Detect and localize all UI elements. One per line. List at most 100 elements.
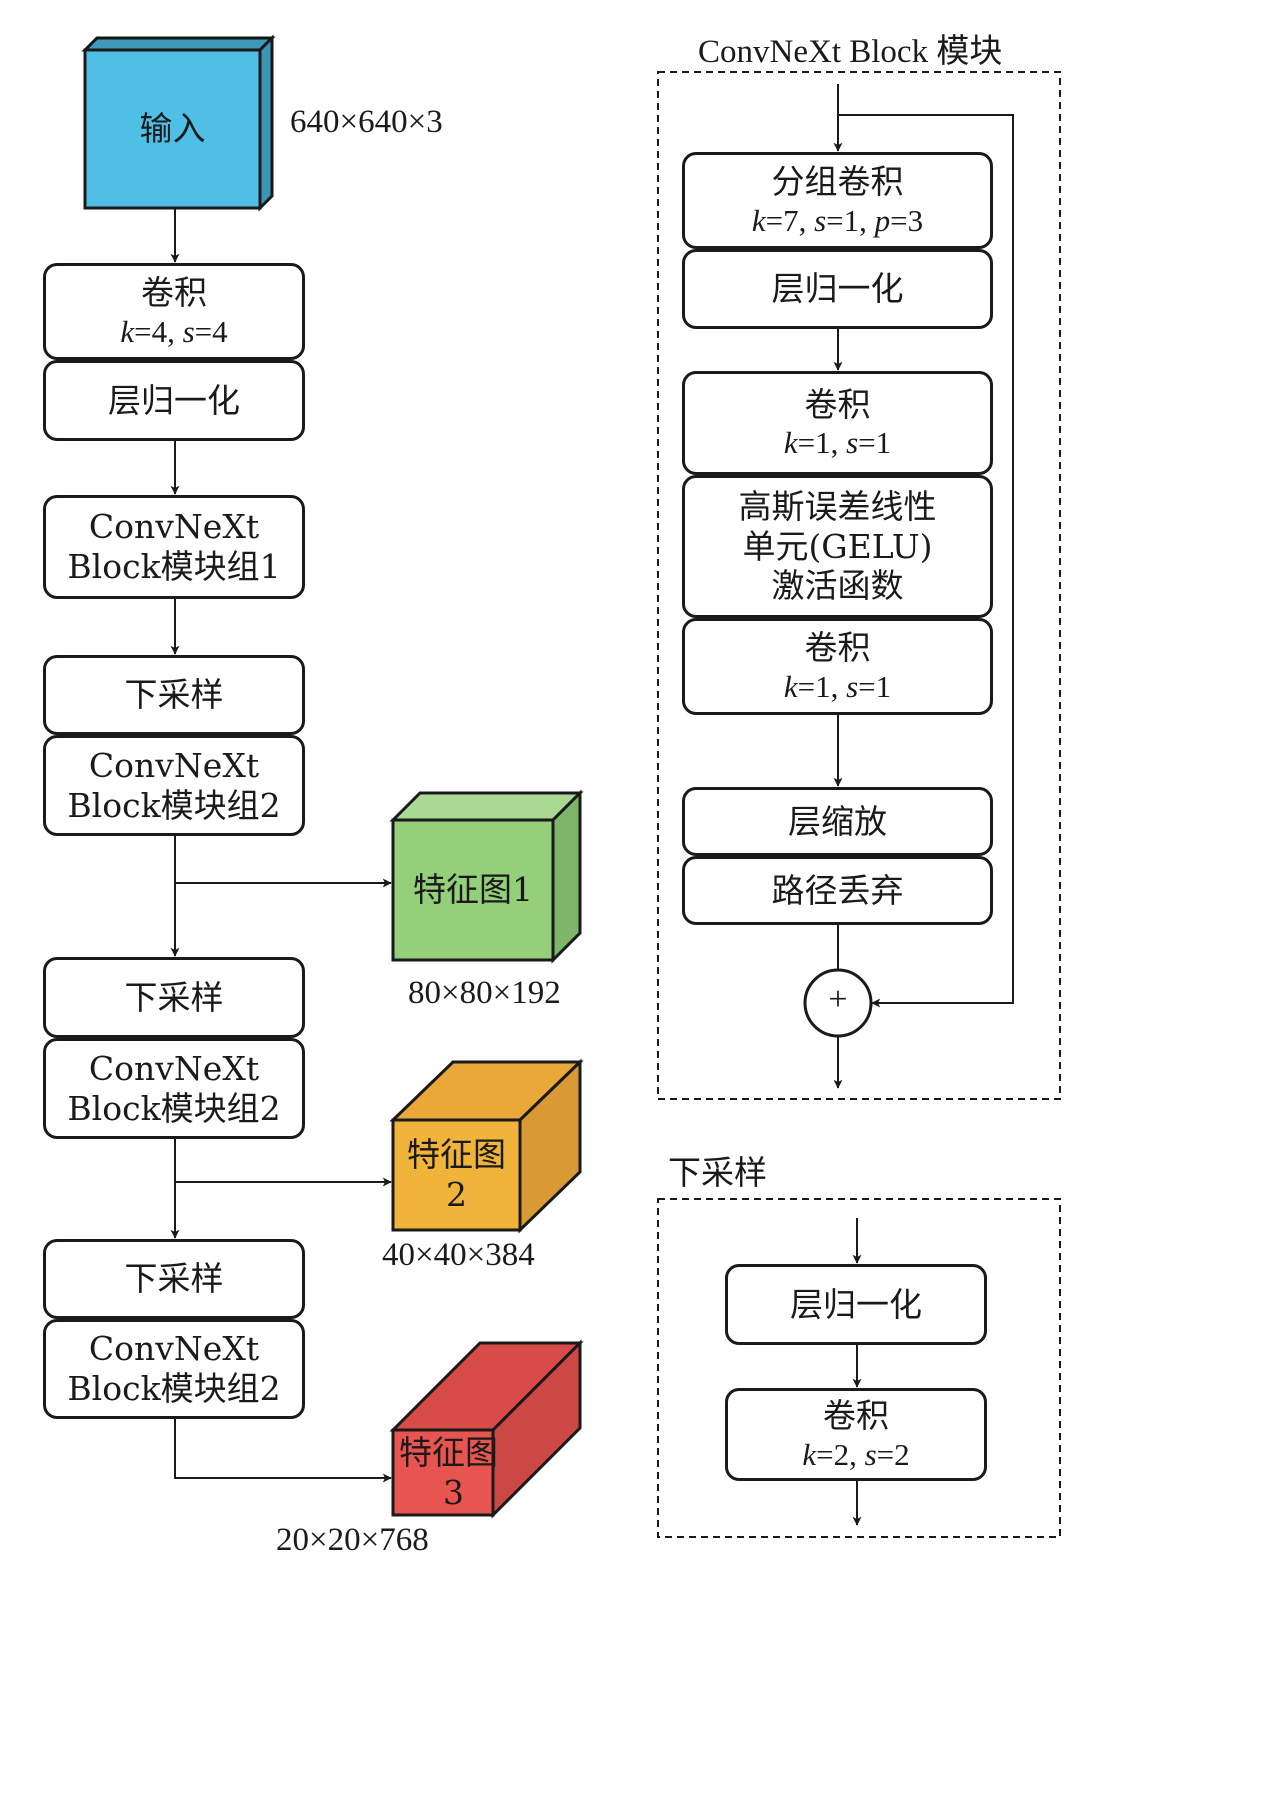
add-symbol: + — [828, 981, 848, 1018]
cb-conv2-box: 卷积 k=1, s=1 — [682, 618, 993, 715]
feature-map-1-label: 特征图1 — [393, 820, 553, 960]
stage1-block-box: ConvNeXt Block模块组1 — [43, 495, 305, 599]
param-var: k — [783, 425, 798, 461]
feature-map-1-size: 80×80×192 — [408, 975, 561, 1011]
param-value: =2, — [816, 1436, 865, 1472]
stage2-block-line2: Block模块组2 — [67, 785, 281, 825]
fm2-label-line1: 特征图 — [407, 1135, 506, 1175]
stage4-block-line2: Block模块组2 — [67, 1369, 281, 1408]
param-value: =4, — [134, 313, 183, 349]
group-conv-box: 分组卷积 k=7, s=1, p=3 — [682, 152, 993, 249]
param-var: s — [846, 425, 859, 461]
param-value: =7, — [765, 202, 815, 238]
param-value: =1 — [858, 425, 892, 461]
stem-conv-box: 卷积 k=4, s=4 — [43, 263, 305, 360]
param-var: s — [864, 1436, 877, 1472]
fm1-label-line1: 特征图1 — [413, 870, 533, 910]
stem-conv-label: 卷积 — [141, 273, 207, 313]
stage2-downsample-label: 下采样 — [124, 675, 224, 715]
param-value: =1, — [797, 668, 847, 704]
stage4-downsample-box: 下采样 — [43, 1239, 305, 1319]
param-var: s — [846, 668, 859, 704]
input-label: 输入 — [85, 50, 260, 208]
stage2-block-box: ConvNeXt Block模块组2 — [43, 735, 305, 836]
diagram-canvas — [81, 34, 1061, 1538]
param-var: k — [751, 202, 766, 238]
param-value: =1, — [826, 202, 875, 238]
convnext-block-container — [657, 71, 1061, 1100]
ds-norm-box: 层归一化 — [725, 1264, 987, 1345]
cb-gelu-line2: 单元(GELU) — [742, 526, 933, 566]
param-value: =3 — [890, 202, 924, 238]
input-label-text: 输入 — [139, 109, 206, 149]
cb-conv2-label: 卷积 — [804, 628, 871, 668]
param-var: k — [802, 1436, 817, 1472]
ds-conv-label: 卷积 — [823, 1396, 889, 1436]
convnext-block-arrows — [833, 84, 1014, 1089]
stage3-block-box: ConvNeXt Block模块组2 — [43, 1038, 305, 1139]
stage1-block-line1: ConvNeXt — [88, 507, 260, 547]
input-cube-front — [83, 48, 262, 210]
param-value: =1 — [858, 668, 892, 704]
stage4-block-line1: ConvNeXt — [88, 1329, 260, 1369]
stem-norm-box: 层归一化 — [43, 360, 305, 441]
stage3-block-line2: Block模块组2 — [67, 1088, 281, 1128]
cb-conv2-params: k=1, s=1 — [784, 668, 891, 705]
param-var: k — [120, 313, 135, 349]
add-circle — [803, 968, 873, 1038]
feature-map-2-size: 40×40×384 — [382, 1237, 535, 1273]
feature-map-3-cube — [389, 1339, 584, 1519]
cb-norm-label: 层归一化 — [771, 269, 904, 309]
downsample-container — [657, 1198, 1061, 1538]
param-value: =1, — [797, 425, 847, 461]
param-var: k — [783, 668, 798, 704]
stage1-block-line2: Block模块组1 — [67, 547, 281, 586]
cb-norm-box: 层归一化 — [682, 249, 993, 329]
feature-map-2-label: 特征图 2 — [393, 1120, 520, 1230]
param-var: s — [182, 313, 195, 349]
ds-conv-box: 卷积 k=2, s=2 — [725, 1388, 987, 1481]
stage4-downsample-label: 下采样 — [124, 1259, 224, 1299]
cb-drop-path-label: 路径丢弃 — [771, 870, 904, 910]
stage2-downsample-box: 下采样 — [43, 655, 305, 735]
input-size: 640×640×3 — [290, 104, 443, 140]
stage4-block-box: ConvNeXt Block模块组2 — [43, 1319, 305, 1419]
stage3-downsample-box: 下采样 — [43, 957, 305, 1038]
cb-layer-scale-box: 层缩放 — [682, 787, 993, 856]
feature-map-2-cube — [389, 1058, 584, 1234]
fm3-label-line2: 3 — [443, 1472, 464, 1512]
stage3-downsample-label: 下采样 — [124, 977, 224, 1017]
stage3-block-line1: ConvNeXt — [88, 1048, 260, 1088]
param-value: =4 — [194, 313, 228, 349]
feature-map-3-size: 20×20×768 — [276, 1522, 429, 1558]
ds-conv-params: k=2, s=2 — [802, 1436, 909, 1473]
param-value: =2 — [876, 1436, 910, 1472]
cb-gelu-line3: 激活函数 — [771, 566, 904, 606]
downsample-title: 下采样 — [668, 1153, 767, 1192]
fm1-front — [391, 818, 555, 962]
param-var: p — [874, 202, 891, 238]
fm2-front — [391, 1118, 522, 1232]
input-cube — [81, 34, 276, 212]
param-var: s — [814, 202, 827, 238]
cb-conv1-label: 卷积 — [804, 384, 871, 424]
cb-conv1-params: k=1, s=1 — [784, 424, 891, 461]
cb-gelu-line1: 高斯误差线性 — [738, 487, 937, 527]
feature-map-1-cube — [389, 789, 584, 964]
stem-conv-params: k=4, s=4 — [120, 313, 227, 350]
stem-norm-label: 层归一化 — [108, 380, 240, 420]
left-flow-arrows — [170, 208, 392, 1483]
cb-conv1-box: 卷积 k=1, s=1 — [682, 371, 993, 475]
fm3-front — [391, 1428, 495, 1517]
stage2-block-line1: ConvNeXt — [88, 745, 260, 785]
fm3-label-line1: 特征图 — [399, 1432, 498, 1472]
group-conv-label: 分组卷积 — [771, 162, 904, 202]
fm2-label-line2: 2 — [446, 1175, 467, 1214]
cb-layer-scale-label: 层缩放 — [788, 801, 887, 841]
group-conv-params: k=7, s=1, p=3 — [752, 202, 923, 239]
ds-norm-label: 层归一化 — [790, 1284, 922, 1324]
cb-gelu-box: 高斯误差线性 单元(GELU) 激活函数 — [682, 475, 993, 618]
cb-drop-path-box: 路径丢弃 — [682, 856, 993, 925]
convnext-block-title: ConvNeXt Block 模块 — [698, 34, 1003, 70]
feature-map-3-label: 特征图 3 — [393, 1430, 519, 1515]
